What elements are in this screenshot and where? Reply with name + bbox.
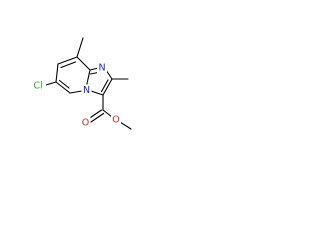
bond-carbonyl-o-double-a	[88, 109, 103, 120]
carbonyl-oxygen-label: O	[82, 118, 89, 129]
bond-c7-methyl	[76, 37, 84, 58]
bond-c2-c3	[102, 78, 113, 96]
carbonyl-oxygen-atom: O	[80, 117, 91, 129]
bond-c7-c8-inner	[60, 61, 77, 69]
bond-c3-n4	[90, 90, 104, 96]
bond-c6-cl	[45, 81, 57, 86]
atom-labels: Cl N N O O	[30, 62, 121, 129]
bridgehead-nitrogen-label: N	[83, 85, 90, 96]
bond-c5-c6-inner	[58, 79, 70, 89]
ring-nitrogen-atom: N	[97, 62, 107, 74]
bond-c2-c3-inner	[100, 79, 109, 93]
bond-n4-c5	[69, 90, 83, 94]
chlorine-atom: Cl	[30, 78, 46, 92]
molecule-structure: Cl N N O O	[30, 37, 132, 130]
ring-nitrogen-label: N	[98, 63, 105, 74]
bond-carbonyl-o-ester	[102, 109, 113, 118]
bridgehead-nitrogen-atom: N	[81, 84, 92, 97]
chlorine-label: Cl	[33, 81, 42, 92]
bond-c8-c8a	[76, 56, 91, 71]
structure-canvas: Cl N N O O	[0, 0, 152, 152]
bond-c6-c7	[55, 63, 59, 83]
bond-carbonyl-o-double-b	[90, 112, 105, 123]
bond-o-methyl	[119, 121, 132, 130]
bond-c5-c6	[55, 81, 71, 94]
bond-c7-c8	[57, 56, 78, 65]
ester-oxygen-label: O	[112, 115, 119, 126]
ester-oxygen-atom: O	[111, 114, 121, 126]
bond-c8a-n1-inner	[89, 71, 99, 75]
